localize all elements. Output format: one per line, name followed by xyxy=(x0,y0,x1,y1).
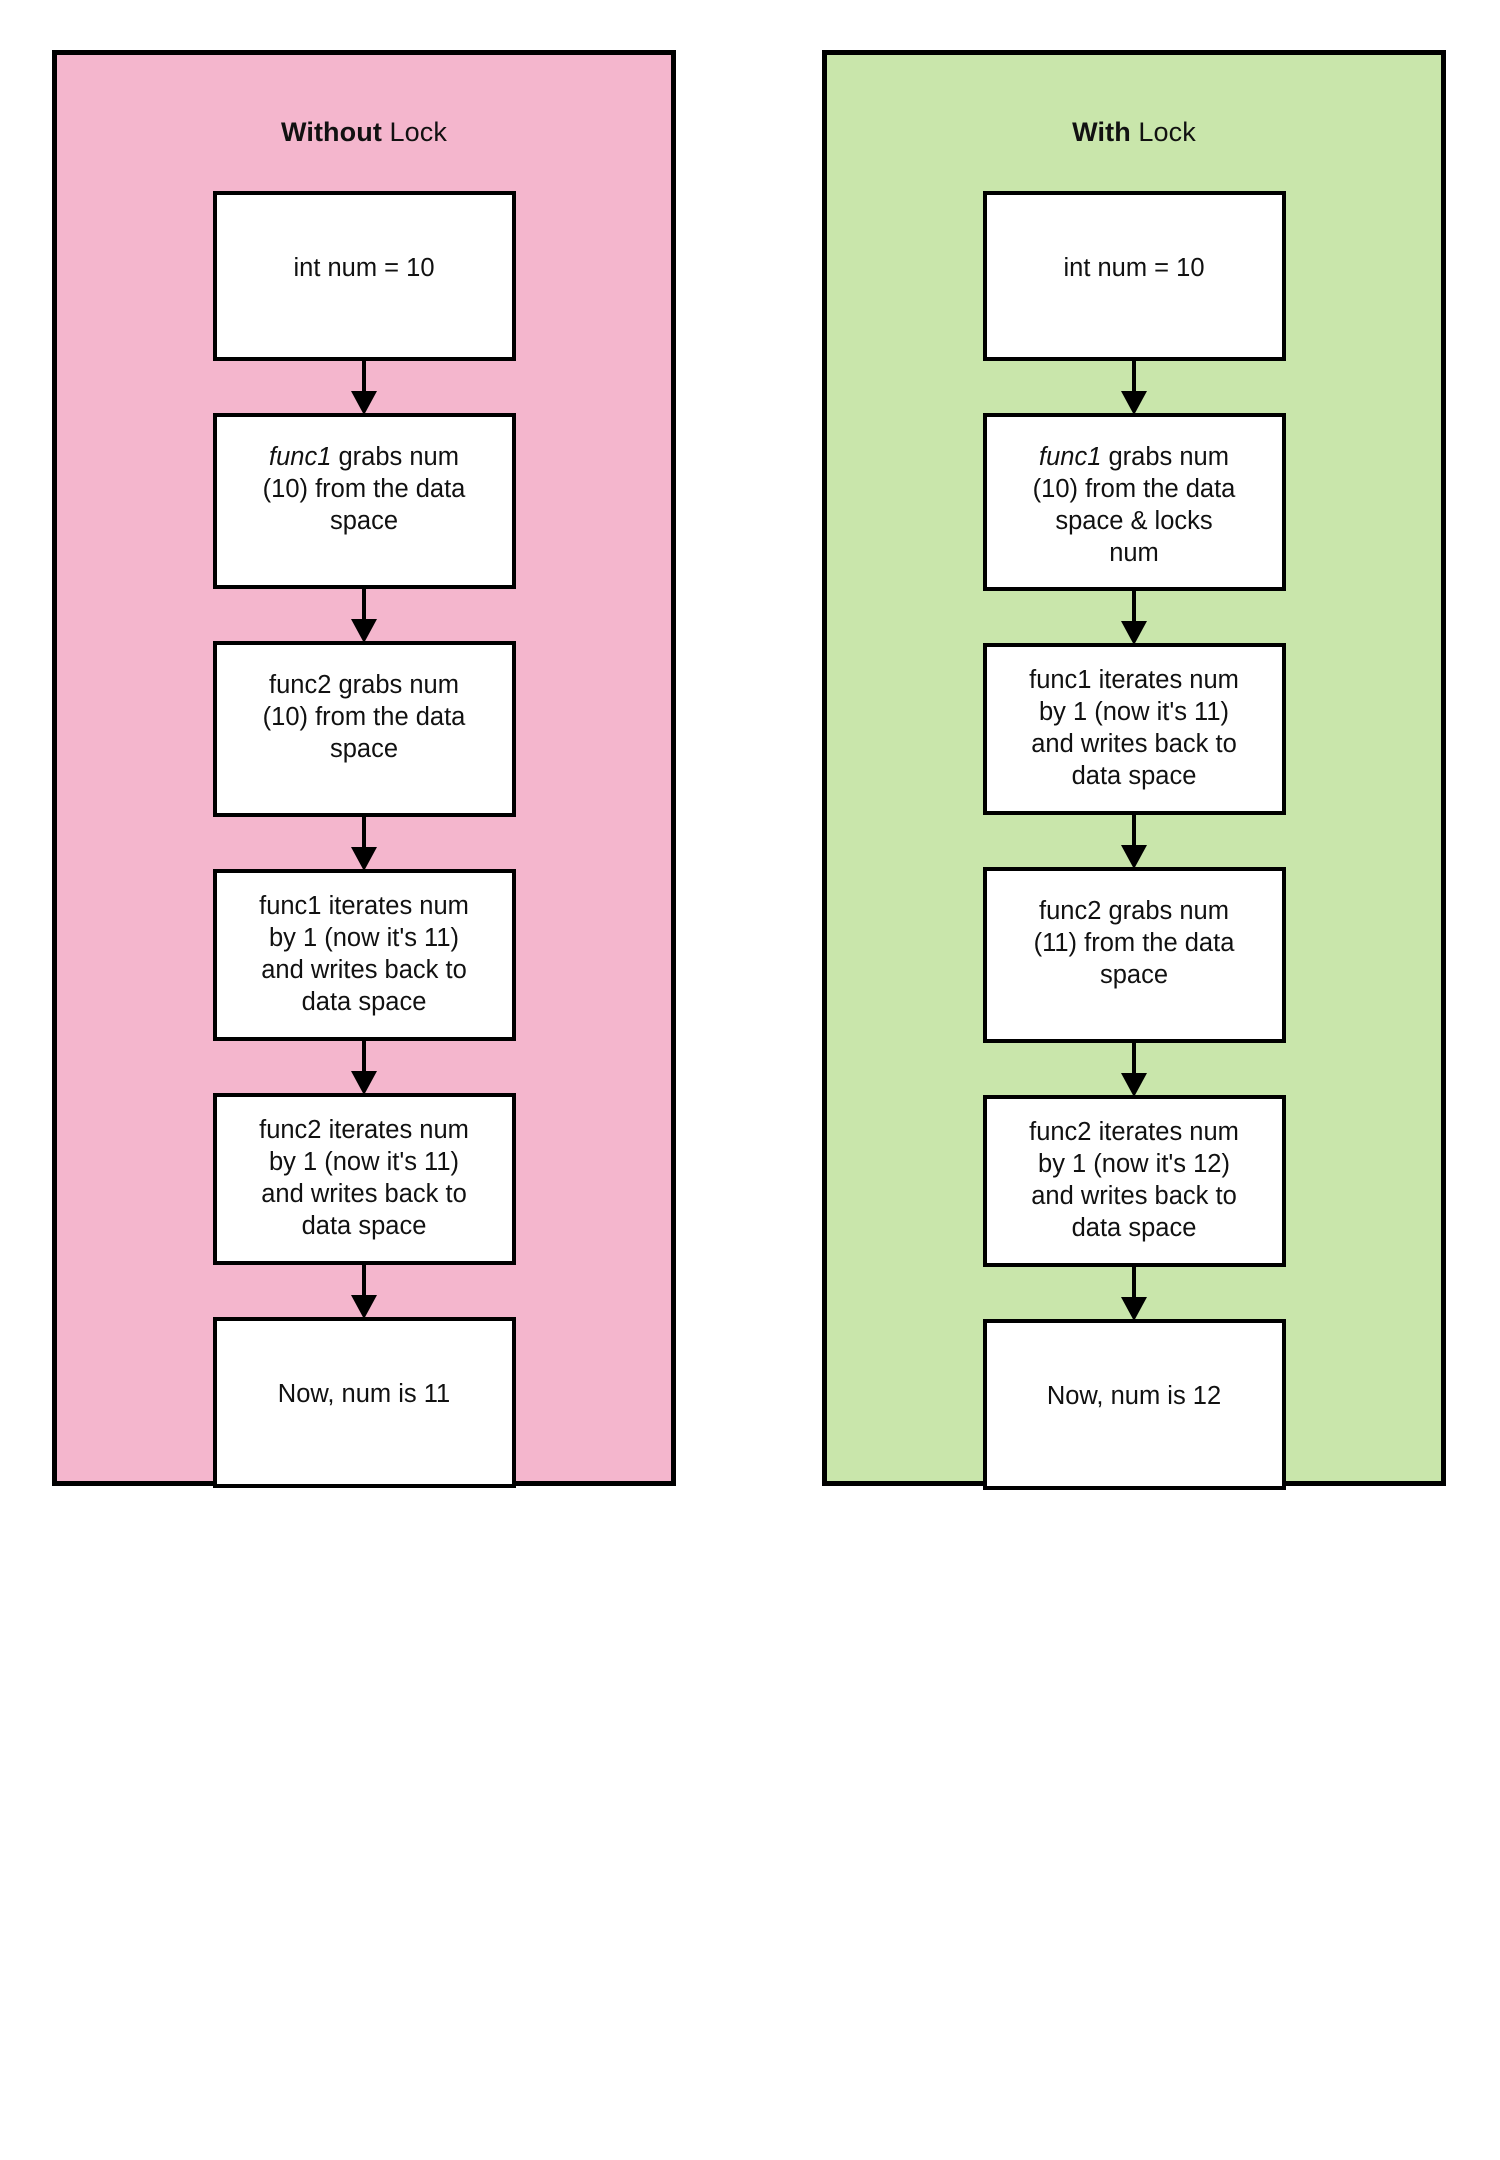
flow-without-lock: int num = 10 func1 grabs num (10) from t… xyxy=(57,191,671,1488)
node-label: int num = 10 xyxy=(1063,254,1205,282)
node-label: func1 iterates num by 1 (now it's 11) an… xyxy=(259,892,469,1016)
node-func1-iterate: func1 iterates num by 1 (now it's 11) an… xyxy=(212,869,516,1041)
node-label: func2 iterates num by 1 (now it's 11) an… xyxy=(259,1116,469,1240)
node-func2-iterate: func2 iterates num by 1 (now it's 11) an… xyxy=(212,1093,516,1265)
arrow-head-icon xyxy=(1121,1073,1147,1097)
panel-title-with-lock: With Lock xyxy=(827,117,1441,148)
node-label: func2 iterates num by 1 (now it's 12) an… xyxy=(1029,1118,1239,1242)
arrow-head-icon xyxy=(1121,621,1147,645)
arrow-head-icon xyxy=(1121,845,1147,869)
node-label: int num = 10 xyxy=(293,254,435,282)
arrow-head-icon xyxy=(351,619,377,643)
panel-title-light: Lock xyxy=(1130,117,1196,147)
arrow-connector xyxy=(983,1267,1286,1321)
node-result: Now, num is 12 xyxy=(982,1319,1286,1490)
panel-without-lock: Without Lock int num = 10 func1 grabs nu… xyxy=(52,50,676,1488)
arrow-head-icon xyxy=(1121,391,1147,415)
arrow-connector xyxy=(983,361,1286,415)
arrow-connector xyxy=(213,1041,516,1095)
arrow-connector xyxy=(213,817,516,871)
node-label: func2 grabs num (10) from the data space xyxy=(262,671,466,763)
arrow-connector xyxy=(213,361,516,415)
node-func2-grab: func2 grabs num (11) from the data space xyxy=(982,867,1286,1043)
arrow-stem xyxy=(1132,815,1136,851)
arrow-head-icon xyxy=(351,391,377,415)
arrow-head-icon xyxy=(1121,1297,1147,1321)
arrow-head-icon xyxy=(351,1295,377,1319)
arrow-stem xyxy=(362,589,366,625)
arrow-head-icon xyxy=(351,847,377,871)
arrow-connector xyxy=(983,591,1286,645)
node-init: int num = 10 xyxy=(212,191,516,361)
node-init: int num = 10 xyxy=(982,191,1286,361)
arrow-connector xyxy=(983,1043,1286,1097)
node-func1-iterate: func1 iterates num by 1 (now it's 11) an… xyxy=(982,643,1286,815)
arrow-head-icon xyxy=(351,1071,377,1095)
node-func2-grab: func2 grabs num (10) from the data space xyxy=(212,641,516,817)
node-func2-iterate: func2 iterates num by 1 (now it's 12) an… xyxy=(982,1095,1286,1267)
panel-title-light: Lock xyxy=(381,117,447,147)
node-func1-grab: func1 grabs num (10) from the data space xyxy=(212,413,516,589)
arrow-stem xyxy=(1132,1043,1136,1079)
arrow-stem xyxy=(1132,591,1136,627)
node-label: func1 grabs num (10) from the data space xyxy=(262,443,466,535)
node-label: func1 grabs num (10) from the data space… xyxy=(1032,443,1236,567)
arrow-connector xyxy=(213,1265,516,1319)
arrow-stem xyxy=(1132,361,1136,397)
node-label: func2 grabs num (11) from the data space xyxy=(1033,897,1235,989)
node-result: Now, num is 11 xyxy=(212,1317,516,1488)
flow-with-lock: int num = 10 func1 grabs num (10) from t… xyxy=(827,191,1441,1490)
panel-title-strong: With xyxy=(1072,117,1131,147)
node-label: Now, num is 11 xyxy=(277,1380,451,1408)
arrow-stem xyxy=(362,1041,366,1077)
panel-title-without-lock: Without Lock xyxy=(57,117,671,148)
arrow-stem xyxy=(1132,1267,1136,1303)
node-label: func1 iterates num by 1 (now it's 11) an… xyxy=(1029,666,1239,790)
node-func1-grab-lock: func1 grabs num (10) from the data space… xyxy=(982,413,1286,591)
arrow-stem xyxy=(362,361,366,397)
arrow-stem xyxy=(362,1265,366,1301)
node-label: Now, num is 12 xyxy=(1046,1382,1222,1410)
panel-title-strong: Without xyxy=(281,117,382,147)
arrow-stem xyxy=(362,817,366,853)
arrow-connector xyxy=(213,589,516,643)
arrow-connector xyxy=(983,815,1286,869)
panel-with-lock: With Lock int num = 10 func1 grabs num (… xyxy=(822,50,1446,1490)
